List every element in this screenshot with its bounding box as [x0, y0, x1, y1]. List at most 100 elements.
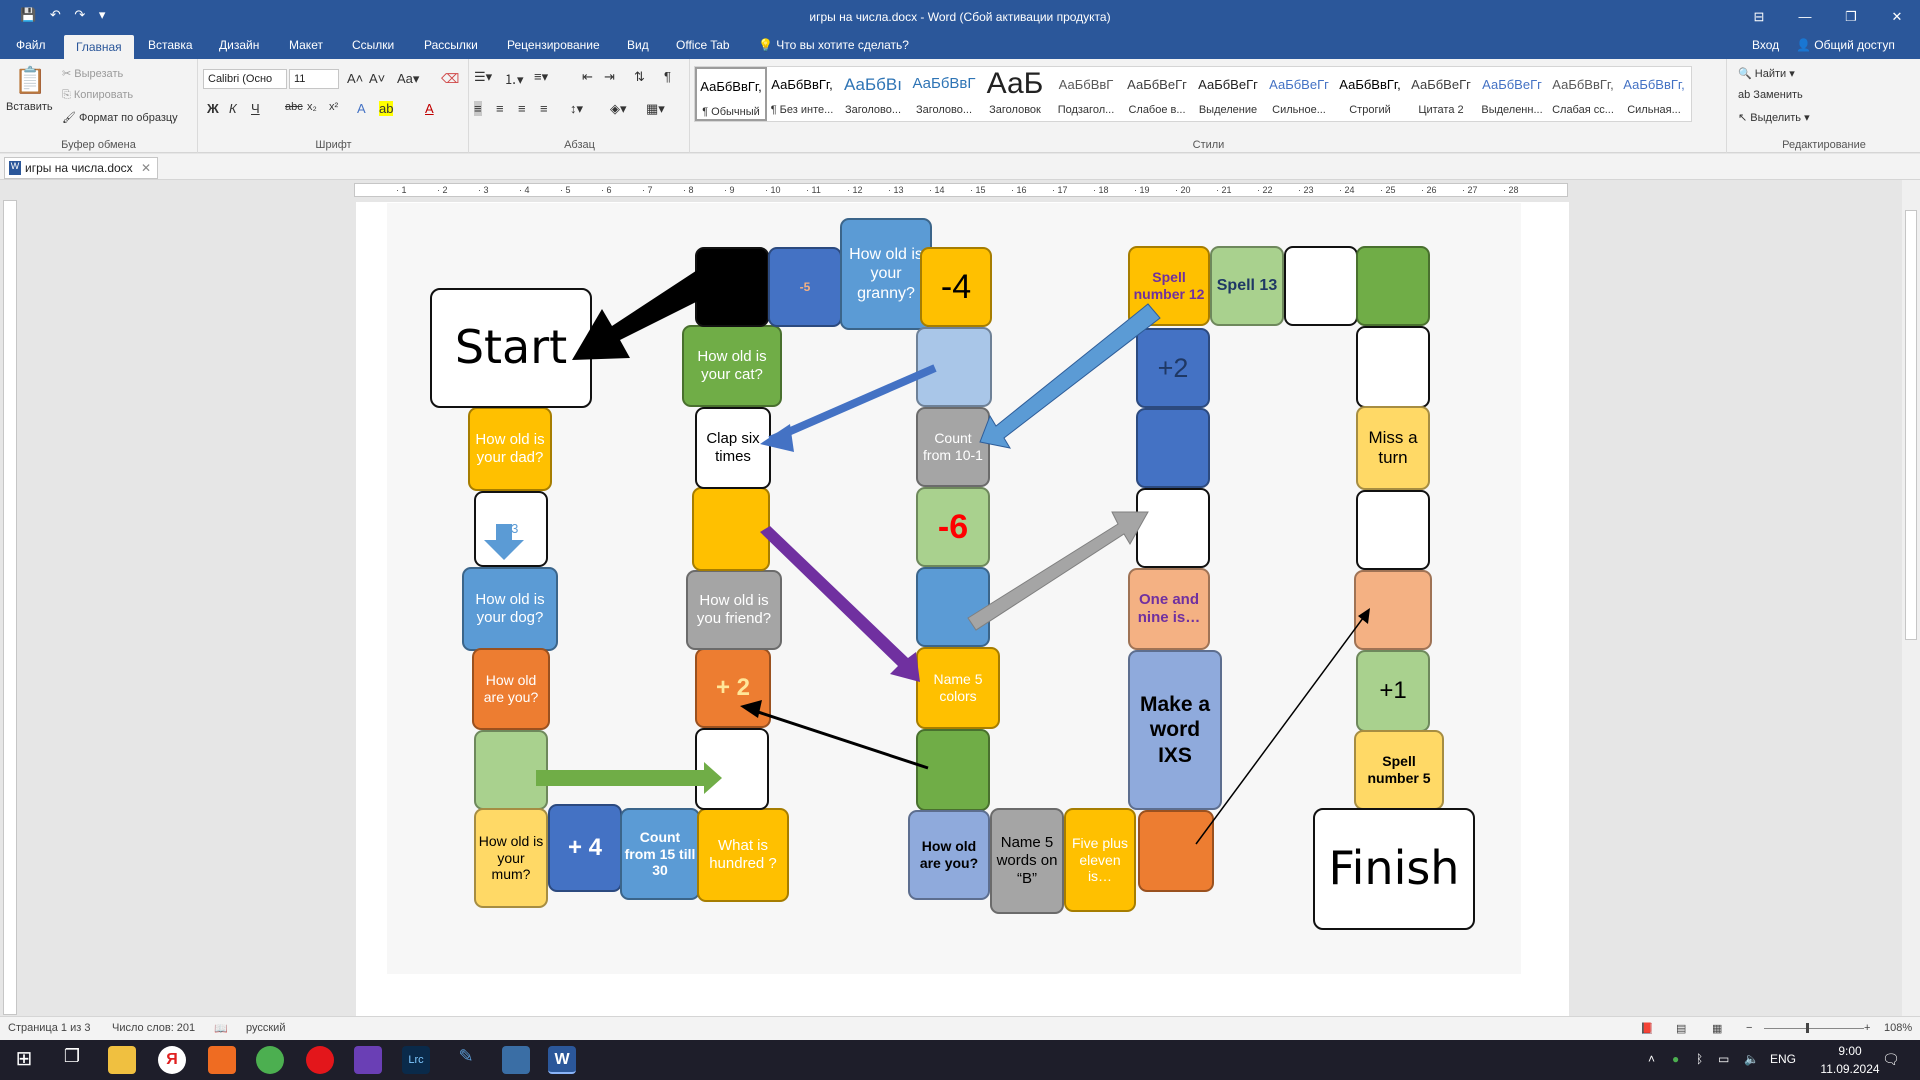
align-center-icon[interactable]: ≡ — [496, 101, 504, 116]
app-orange-icon[interactable] — [208, 1046, 236, 1074]
word-taskbar-icon[interactable]: W — [548, 1046, 576, 1074]
show-marks-icon[interactable]: ¶ — [664, 69, 671, 84]
ribbon-display-button[interactable]: ⊟ — [1753, 9, 1765, 24]
network-icon[interactable]: ▭ — [1718, 1052, 1730, 1066]
tab-view[interactable]: Вид — [627, 38, 649, 52]
vertical-scrollbar[interactable] — [1902, 180, 1920, 1016]
shading-icon[interactable]: ◈▾ — [610, 101, 627, 116]
language-label[interactable]: русский — [246, 1022, 286, 1034]
maximize-button[interactable]: ❐ — [1845, 9, 1857, 24]
zoom-level[interactable]: 108% — [1884, 1022, 1913, 1034]
style-item[interactable]: АаБбВвГг,Слабая сс... — [1547, 67, 1619, 121]
find-button[interactable]: 🔍 Найти ▾ — [1738, 68, 1795, 80]
cut-button[interactable]: ✂ Вырезать — [62, 68, 124, 80]
format-painter-button[interactable]: 🖌 Формат по образцу — [62, 112, 178, 124]
word-count[interactable]: Число слов: 201 — [112, 1022, 196, 1034]
copy-button[interactable]: ⎘ Копировать — [62, 89, 134, 101]
style-item[interactable]: АаБбВвГг,Сильная... — [1618, 67, 1690, 121]
close-button[interactable]: ✕ — [1891, 9, 1903, 24]
redo-icon[interactable]: ↷ — [74, 7, 86, 22]
replace-button[interactable]: ab Заменить — [1738, 89, 1803, 101]
opera-icon[interactable] — [306, 1046, 334, 1074]
sign-in-link[interactable]: Вход — [1752, 38, 1780, 52]
bluetooth-icon[interactable]: ᛒ — [1696, 1052, 1704, 1066]
grow-font-icon[interactable]: A˄ — [347, 71, 364, 86]
vertical-ruler[interactable] — [0, 200, 20, 1015]
minimize-button[interactable]: — — [1798, 9, 1812, 24]
notifications-icon[interactable]: 🗨 — [1882, 1051, 1900, 1067]
justify-icon[interactable]: ≡ — [540, 101, 548, 116]
change-case-icon[interactable]: Aa▾ — [397, 71, 420, 86]
keyboard-lang[interactable]: ENG — [1770, 1052, 1797, 1066]
tab-mailings[interactable]: Рассылки — [424, 38, 478, 52]
italic-icon[interactable]: К — [229, 101, 237, 116]
clock-time[interactable]: 9:00 — [1838, 1044, 1862, 1058]
customize-qat-icon[interactable]: ▾ — [98, 7, 106, 22]
horizontal-ruler[interactable]: · 1· 2· 3· 4· 5· 6· 7· 8· 9· 10· 11· 12·… — [0, 180, 1920, 200]
borders-icon[interactable]: ▦▾ — [646, 101, 665, 116]
volume-icon[interactable]: 🔈 — [1744, 1052, 1759, 1066]
decrease-indent-icon[interactable]: ⇤ — [582, 69, 593, 84]
superscript-icon[interactable]: x² — [329, 101, 339, 113]
tab-review[interactable]: Рецензирование — [507, 38, 600, 52]
bold-icon[interactable]: Ж — [207, 101, 219, 116]
web-layout-icon[interactable]: ▦ — [1712, 1023, 1723, 1035]
lightroom-icon[interactable]: Lrc — [402, 1046, 430, 1074]
file-explorer-icon[interactable] — [108, 1046, 136, 1074]
app-feather-icon[interactable]: ✎ — [458, 1046, 474, 1066]
tab-office-tab[interactable]: Office Tab — [676, 38, 730, 52]
select-button[interactable]: ↖ Выделить ▾ — [1738, 112, 1810, 124]
read-mode-icon[interactable]: 📕 — [1640, 1023, 1654, 1035]
tray-up-arrow-icon[interactable]: ˄ — [1648, 1052, 1656, 1066]
tab-insert[interactable]: Вставка — [148, 38, 193, 52]
clear-formatting-icon[interactable]: ⌫ — [441, 71, 460, 86]
video-editor-icon[interactable] — [354, 1046, 382, 1074]
yandex-browser-icon[interactable]: Я — [158, 1046, 186, 1074]
tray-app-icon[interactable]: ● — [1672, 1052, 1680, 1066]
app-tools-icon[interactable] — [502, 1046, 530, 1074]
print-layout-icon[interactable]: ▤ — [1676, 1023, 1687, 1035]
tab-references[interactable]: Ссылки — [352, 38, 395, 52]
font-color-icon[interactable]: A — [425, 101, 434, 116]
tell-me-box[interactable]: 💡 Что вы хотите сделать? — [758, 38, 909, 52]
shrink-font-icon[interactable]: A˅ — [369, 71, 386, 86]
doc-tab-active[interactable]: W игры на числа.docx ✕ — [4, 157, 158, 179]
windows-start-icon[interactable]: ⊞ — [15, 1048, 33, 1070]
proofing-icon[interactable]: 📖 — [214, 1023, 228, 1035]
zoom-slider[interactable] — [1764, 1028, 1864, 1029]
strikethrough-icon[interactable]: abc — [285, 101, 303, 113]
close-tab-icon[interactable]: ✕ — [140, 161, 151, 175]
tab-design[interactable]: Дизайн — [219, 38, 260, 52]
align-left-icon[interactable]: ≡ — [474, 101, 482, 116]
task-view-icon[interactable]: ❐ — [63, 1046, 81, 1066]
sort-icon[interactable]: ⇅ — [634, 69, 645, 84]
underline-icon[interactable]: Ч — [251, 101, 260, 116]
clock-date[interactable]: 11.09.2024 — [1820, 1062, 1880, 1076]
share-button[interactable]: 👤 Общий доступ — [1796, 38, 1895, 52]
subscript-icon[interactable]: x₂ — [307, 101, 317, 113]
line-spacing-icon[interactable]: ↕▾ — [570, 101, 584, 116]
zoom-slider-thumb[interactable] — [1806, 1023, 1809, 1033]
paste-icon[interactable]: 📋 — [14, 65, 47, 95]
chrome-icon[interactable] — [256, 1046, 284, 1074]
scrollbar-thumb[interactable] — [1905, 210, 1917, 640]
save-icon[interactable]: 💾 — [20, 7, 37, 22]
font-name-select[interactable]: Calibri (Осно — [203, 69, 287, 89]
numbering-icon[interactable]: ⒈▾ — [504, 72, 524, 87]
increase-indent-icon[interactable]: ⇥ — [604, 69, 615, 84]
style-item[interactable]: АаБбВвГг,Строгий — [1334, 67, 1406, 121]
tab-layout[interactable]: Макет — [289, 38, 323, 52]
highlight-icon[interactable]: ab — [379, 101, 394, 116]
tab-file[interactable]: Файл — [16, 38, 46, 52]
style-item[interactable]: АаБбВвГг,¶ Без инте... — [766, 67, 838, 121]
multilevel-list-icon[interactable]: ≡▾ — [534, 69, 549, 84]
